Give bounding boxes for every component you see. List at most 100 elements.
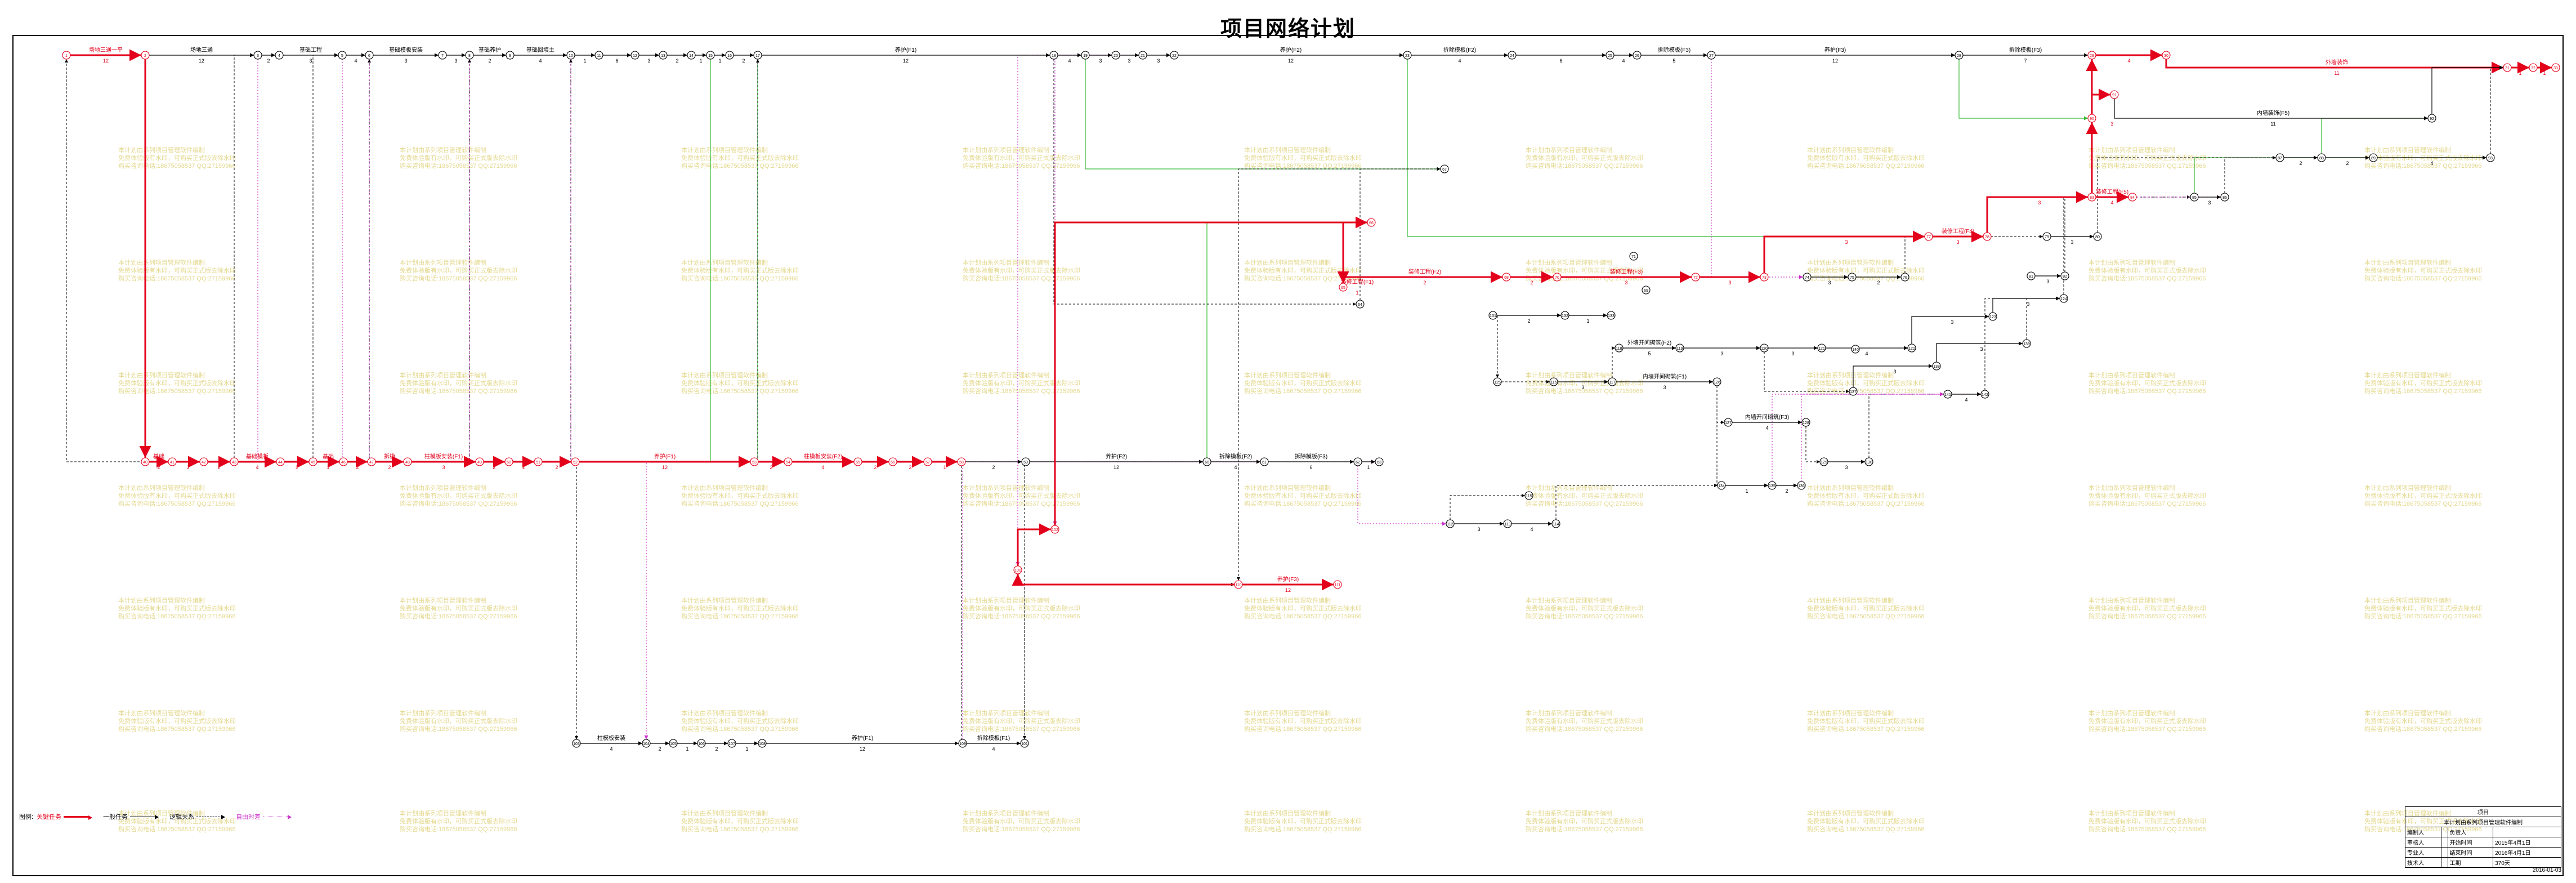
network-node[interactable]: 6: [365, 51, 374, 60]
network-node[interactable]: 70: [1553, 273, 1562, 282]
network-node[interactable]: 109: [958, 739, 967, 748]
network-node[interactable]: 118: [1615, 344, 1624, 353]
network-node[interactable]: 141: [1943, 390, 1952, 399]
network-node[interactable]: 4: [275, 51, 284, 60]
network-node[interactable]: 31: [2503, 63, 2512, 72]
network-node[interactable]: 40: [141, 457, 150, 466]
critical-task-arrow[interactable]: [1763, 230, 1925, 273]
network-node[interactable]: 123: [1988, 312, 1997, 321]
network-node[interactable]: 110: [1234, 580, 1243, 589]
network-node[interactable]: 88: [2317, 153, 2326, 162]
network-node[interactable]: 55: [853, 457, 862, 466]
network-node[interactable]: 81: [2027, 271, 2036, 280]
task-arrow[interactable]: [2114, 99, 2428, 121]
network-node[interactable]: 60: [1202, 457, 1211, 466]
network-node[interactable]: 11: [594, 51, 603, 60]
network-node[interactable]: 32: [2529, 63, 2538, 72]
network-node[interactable]: 15: [706, 51, 715, 60]
network-node[interactable]: 75: [1848, 273, 1857, 282]
network-node[interactable]: 25: [1605, 51, 1615, 60]
network-node[interactable]: 137: [1849, 387, 1858, 396]
network-node[interactable]: 51: [534, 457, 543, 466]
critical-task-arrow[interactable]: [1342, 271, 1502, 283]
critical-task-arrow[interactable]: [2086, 59, 2110, 96]
network-node[interactable]: 125: [1493, 377, 1502, 386]
network-node[interactable]: 41: [168, 457, 177, 466]
network-node[interactable]: 129: [1819, 457, 1828, 466]
network-node[interactable]: 17: [753, 51, 762, 60]
network-node[interactable]: 101: [1020, 739, 1029, 748]
network-node[interactable]: 62: [1353, 457, 1362, 466]
network-node[interactable]: 117: [1608, 377, 1617, 386]
network-node[interactable]: 50: [504, 457, 513, 466]
network-node[interactable]: 45: [308, 457, 317, 466]
network-node[interactable]: 47: [367, 457, 376, 466]
network-node[interactable]: 64: [1356, 300, 1365, 309]
network-node[interactable]: 7: [438, 51, 447, 60]
network-node[interactable]: 116: [1549, 377, 1558, 386]
network-node[interactable]: 111: [1333, 580, 1342, 589]
task-arrow[interactable]: [2431, 65, 2503, 114]
network-node[interactable]: 92: [2427, 114, 2436, 123]
network-node[interactable]: 135: [1768, 481, 1777, 490]
network-node[interactable]: 127: [1724, 418, 1733, 427]
network-node[interactable]: 58: [957, 457, 966, 466]
network-node[interactable]: 14: [687, 51, 696, 60]
critical-task-arrow[interactable]: [1337, 221, 1367, 283]
network-node[interactable]: 119: [1675, 344, 1684, 353]
network-node[interactable]: 103: [572, 739, 581, 748]
network-node[interactable]: 69: [1642, 286, 1651, 295]
network-node[interactable]: 83: [2087, 193, 2096, 202]
critical-task-arrow[interactable]: [1054, 216, 1367, 525]
network-node[interactable]: 124: [2059, 294, 2068, 303]
network-node[interactable]: 115: [1524, 491, 1533, 500]
network-node[interactable]: 90: [2087, 114, 2096, 123]
network-node[interactable]: 132: [1560, 311, 1569, 320]
network-node[interactable]: 142: [1980, 390, 1989, 399]
network-node[interactable]: 16: [725, 51, 734, 60]
network-node[interactable]: 18: [1049, 51, 1058, 60]
network-node[interactable]: 78: [1983, 232, 1992, 241]
network-node[interactable]: 10: [566, 51, 575, 60]
network-node[interactable]: 46: [339, 457, 348, 466]
network-node[interactable]: 102: [1050, 525, 1059, 534]
network-node[interactable]: 3: [253, 51, 262, 60]
network-node[interactable]: 93: [2486, 153, 2495, 162]
network-node[interactable]: 108: [758, 739, 767, 748]
network-node[interactable]: 71: [1629, 252, 1638, 261]
network-node[interactable]: 67: [1440, 164, 1449, 173]
network-node[interactable]: 61: [1260, 457, 1269, 466]
network-node[interactable]: 100: [1013, 565, 1022, 574]
network-node[interactable]: 65: [1339, 283, 1348, 292]
network-node[interactable]: 126: [1712, 377, 1721, 386]
network-node[interactable]: 53: [750, 457, 759, 466]
network-node[interactable]: 9: [506, 51, 515, 60]
network-node[interactable]: 33: [2551, 63, 2560, 72]
network-node[interactable]: 84: [2128, 193, 2137, 202]
network-node[interactable]: 43: [230, 457, 239, 466]
task-arrow[interactable]: [1936, 341, 2023, 362]
network-node[interactable]: 5: [338, 51, 347, 60]
network-node[interactable]: 82: [2060, 271, 2069, 280]
network-node[interactable]: 89: [2369, 153, 2378, 162]
network-node[interactable]: 133: [1607, 311, 1616, 320]
network-node[interactable]: 42: [199, 457, 208, 466]
network-node[interactable]: 59: [1021, 457, 1030, 466]
network-node[interactable]: 86: [2220, 193, 2229, 202]
network-node[interactable]: 76: [1900, 273, 1909, 282]
network-node[interactable]: 87: [2275, 153, 2284, 162]
network-node[interactable]: 24: [1508, 51, 1517, 60]
network-node[interactable]: 79: [2042, 232, 2051, 241]
network-node[interactable]: 12: [630, 51, 639, 60]
network-node[interactable]: 105: [669, 739, 678, 748]
network-node[interactable]: 13: [659, 51, 668, 60]
network-node[interactable]: 139: [2022, 339, 2031, 348]
network-node[interactable]: 131: [1488, 311, 1497, 320]
network-node[interactable]: 72: [1691, 273, 1700, 282]
network-node[interactable]: 63: [1375, 457, 1384, 466]
network-node[interactable]: 74: [1803, 273, 1812, 282]
network-node[interactable]: 106: [697, 739, 706, 748]
network-node[interactable]: 2: [141, 51, 150, 60]
task-arrow[interactable]: [1911, 314, 1989, 344]
network-node[interactable]: 136: [1797, 481, 1806, 490]
